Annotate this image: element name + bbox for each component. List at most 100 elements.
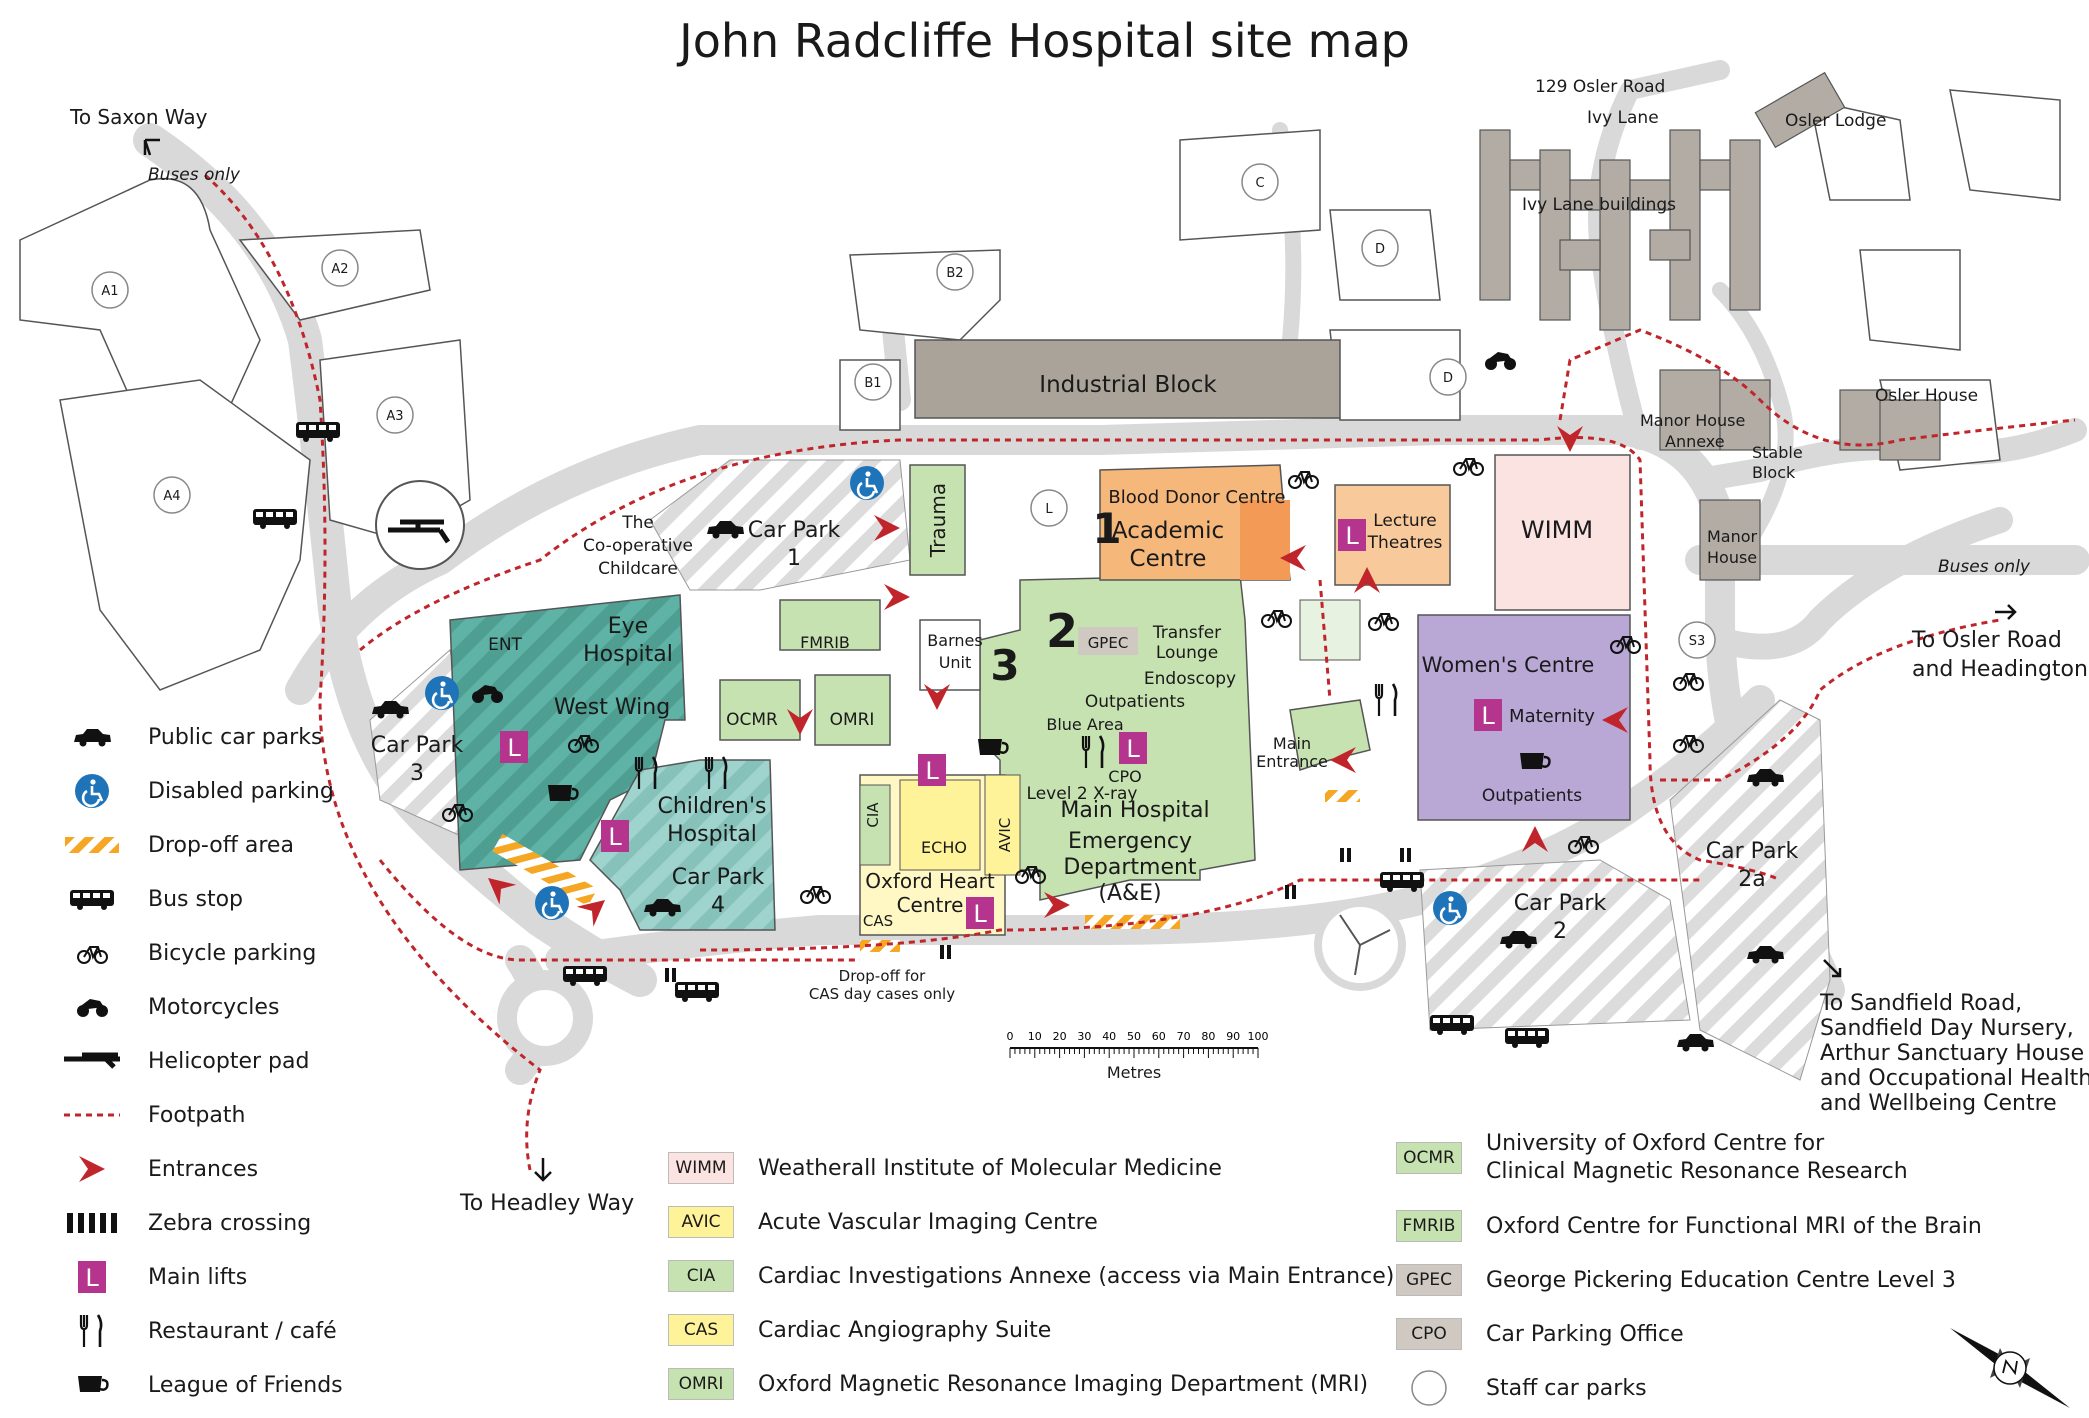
outpatients-main-label: Outpatients xyxy=(1085,692,1185,712)
legend-row-restaurant: Restaurant / café xyxy=(62,1313,337,1349)
lift-letter: L xyxy=(85,1264,99,1292)
abbr-badge: FMRIB xyxy=(1396,1210,1462,1242)
lift-letter: L xyxy=(1126,735,1140,763)
abbr-row-cia: CIA Cardiac Investigations Annexe (acces… xyxy=(668,1260,1394,1292)
legend-label: Bicycle parking xyxy=(148,940,317,966)
car-park-4-number: 4 xyxy=(711,893,725,918)
staff-park-a2: A2 xyxy=(331,262,348,277)
scale-unit: Metres xyxy=(1107,1063,1161,1082)
legend-label: Helicopter pad xyxy=(148,1048,310,1074)
scale-tick-label: 90 xyxy=(1226,1030,1240,1043)
ivy-lane-buildings xyxy=(1479,71,1941,581)
legend-row-zebra: Zebra crossing xyxy=(62,1208,311,1238)
abbr-text: Oxford Magnetic Resonance Imaging Depart… xyxy=(758,1371,1369,1397)
abbr-text: Acute Vascular Imaging Centre xyxy=(758,1209,1098,1235)
bicycle-icon xyxy=(1673,673,1704,691)
abbr-row-wimm: WIMM Weatherall Institute of Molecular M… xyxy=(668,1152,1222,1184)
abbr-row-cas: CAS Cardiac Angiography Suite xyxy=(668,1314,1051,1346)
blue-area-label: Blue Area xyxy=(1046,715,1123,734)
to-osler-road: To Osler Road xyxy=(1911,628,2062,653)
buses-only-label: Buses only xyxy=(1938,557,2031,577)
car-park-1-label: Car Park xyxy=(748,518,841,543)
legend-row-entrances: Entrances xyxy=(62,1154,258,1184)
abbr-badge: GPEC xyxy=(1396,1264,1462,1296)
legend-row-motorcycle: Motorcycles xyxy=(62,992,279,1022)
staff-park-c: C xyxy=(1255,176,1264,191)
abbr-badge: OMRI xyxy=(668,1368,734,1400)
gpec-label: GPEC xyxy=(1088,634,1129,652)
ivy-lane-buildings-label: Ivy Lane buildings xyxy=(1522,195,1676,215)
transfer-lounge-2: Lounge xyxy=(1156,643,1218,663)
car-park-2-number: 2 xyxy=(1553,919,1567,944)
car-icon xyxy=(62,722,122,752)
wimm-building xyxy=(1494,454,1631,611)
abbr-row-fmrib: FMRIB Oxford Centre for Functional MRI o… xyxy=(1396,1210,1982,1242)
staff-car-park-icon xyxy=(1396,1370,1462,1406)
staff-park-d-south: D xyxy=(1443,371,1453,386)
trauma-label: Trauma xyxy=(926,483,950,558)
blood-donor-label: Blood Donor Centre xyxy=(1108,487,1285,508)
buses-only-label: Buses only xyxy=(148,165,241,185)
lecture-theatres-building xyxy=(1334,484,1451,586)
abbr-badge: CPO xyxy=(1396,1318,1462,1350)
childrens-hospital-building xyxy=(589,759,776,931)
bicycle-icon xyxy=(1288,471,1319,489)
lift-letter: L xyxy=(973,900,987,928)
lecture-theatres-1: Lecture xyxy=(1373,511,1437,531)
main-entrance-1: Main xyxy=(1273,734,1311,753)
oxford-heart-1: Oxford Heart xyxy=(865,869,995,893)
bicycle-icon xyxy=(1453,458,1484,476)
to-headley-way: To Headley Way xyxy=(459,1191,634,1216)
compass-icon xyxy=(1950,1328,2070,1408)
to-sandfield-line5: and Wellbeing Centre xyxy=(1820,1091,2057,1116)
childrens-hospital-2: Hospital xyxy=(667,822,757,847)
maternity-label: Maternity xyxy=(1509,706,1595,727)
scale-tick-label: 80 xyxy=(1201,1030,1215,1043)
scale-tick-label: 30 xyxy=(1077,1030,1091,1043)
lecture-theatres-2: Theatres xyxy=(1367,533,1443,553)
legend-row-bicycle: Bicycle parking xyxy=(62,938,316,968)
lift-letter: L xyxy=(608,823,622,851)
main-hospital-label: Main Hospital xyxy=(1060,798,1209,823)
scale-tick-label: 20 xyxy=(1053,1030,1067,1043)
to-sandfield-line3: Arthur Sanctuary House xyxy=(1820,1041,2084,1066)
map-labels: To Saxon Way Buses only Buses only To Os… xyxy=(69,77,2089,1216)
oxford-heart-2: Centre xyxy=(897,893,964,917)
legend-label: Restaurant / café xyxy=(148,1318,337,1344)
lift-letter: L xyxy=(1345,522,1359,550)
emergency-2: Department xyxy=(1063,855,1197,880)
eye-hospital-1: Eye xyxy=(608,614,648,639)
academic-centre-2: Centre xyxy=(1130,546,1207,572)
staff-park-b1: B1 xyxy=(864,376,881,391)
eye-hospital-2: Hospital xyxy=(583,642,673,667)
dropoff-cas-1: Drop-off for xyxy=(839,967,927,985)
car-icon xyxy=(1677,1034,1714,1052)
map-icons: L L L L L L L xyxy=(253,352,1784,1052)
lift-letter: L xyxy=(925,757,939,785)
abbr-text: George Pickering Education Centre Level … xyxy=(1486,1267,1956,1293)
emergency-3: (A&E) xyxy=(1098,881,1161,906)
abbr-badge: OCMR xyxy=(1396,1142,1462,1174)
womens-centre-label: Women's Centre xyxy=(1422,653,1595,677)
fmrib-label: FMRIB xyxy=(800,633,850,652)
scale-tick-label: 10 xyxy=(1028,1030,1042,1043)
staff-car-parks: A1 A2 A3 A4 B1 B2 C D D L S3 xyxy=(91,163,1716,659)
legend-row-lifts: L Main lifts xyxy=(62,1261,247,1293)
car-park-3-number: 3 xyxy=(410,761,424,786)
scale-tick-label: 70 xyxy=(1177,1030,1191,1043)
coop-childcare-3: Childcare xyxy=(598,559,678,579)
stable-block-1: Stable xyxy=(1752,443,1803,462)
ivy-lane-label: Ivy Lane xyxy=(1587,108,1659,128)
industrial-block xyxy=(914,339,1341,419)
abbr-text: University of Oxford Centre for xyxy=(1486,1131,1825,1156)
legend-row-bus-stop: Bus stop xyxy=(62,884,243,914)
car-park-2a-label: Car Park xyxy=(1706,839,1799,864)
avic-label: AVIC xyxy=(996,818,1014,852)
dropoff-cas-2: CAS day cases only xyxy=(809,985,955,1003)
staff-park-a3: A3 xyxy=(386,409,403,424)
to-saxon-way: To Saxon Way xyxy=(69,105,208,129)
wimm-label: WIMM xyxy=(1521,516,1593,544)
